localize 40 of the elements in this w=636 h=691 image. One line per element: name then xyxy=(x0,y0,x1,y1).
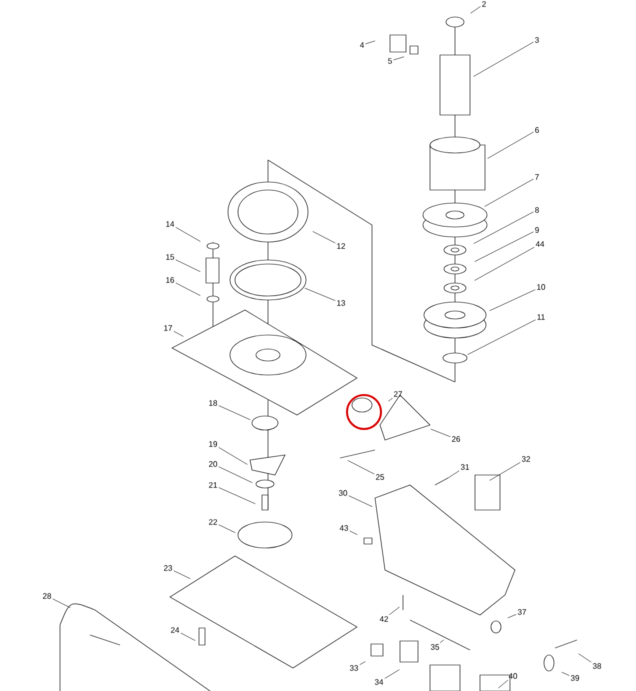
leader-line xyxy=(347,460,375,474)
leader-line xyxy=(384,669,400,679)
leader-line xyxy=(175,282,201,296)
leader-line xyxy=(304,288,336,301)
leader-line xyxy=(484,178,534,207)
leader-line xyxy=(473,212,534,244)
leader-line xyxy=(348,495,373,507)
leader-line xyxy=(218,466,253,483)
leader-line xyxy=(180,632,196,641)
leader-line xyxy=(218,405,251,420)
leader-line xyxy=(359,661,366,665)
leader-line xyxy=(467,320,536,355)
leader-line xyxy=(175,227,201,242)
leader-line xyxy=(52,598,71,608)
leader-line xyxy=(474,232,534,262)
leader-line xyxy=(561,672,570,676)
leader-line xyxy=(173,570,191,579)
leader-line xyxy=(430,428,451,437)
leader-line xyxy=(218,524,236,533)
leader-line xyxy=(393,56,404,60)
leader-line xyxy=(578,653,592,662)
leader-line xyxy=(349,530,358,535)
leader-line xyxy=(173,330,184,337)
leader-line xyxy=(218,487,256,504)
leader-line xyxy=(470,6,481,14)
leader-line xyxy=(447,470,460,479)
leader-line xyxy=(474,246,535,281)
leader-line xyxy=(388,398,393,402)
leader-line xyxy=(489,462,521,481)
leader-line xyxy=(508,614,517,618)
leader-line xyxy=(489,289,536,311)
leader-line xyxy=(487,132,534,159)
leader-line xyxy=(388,606,400,616)
leader-line xyxy=(175,260,201,272)
leader-line xyxy=(218,447,248,465)
leader-line xyxy=(365,40,376,44)
leader-line xyxy=(473,42,534,77)
leader-line xyxy=(498,680,508,688)
leader-line xyxy=(312,231,336,244)
leader-line xyxy=(440,640,444,644)
